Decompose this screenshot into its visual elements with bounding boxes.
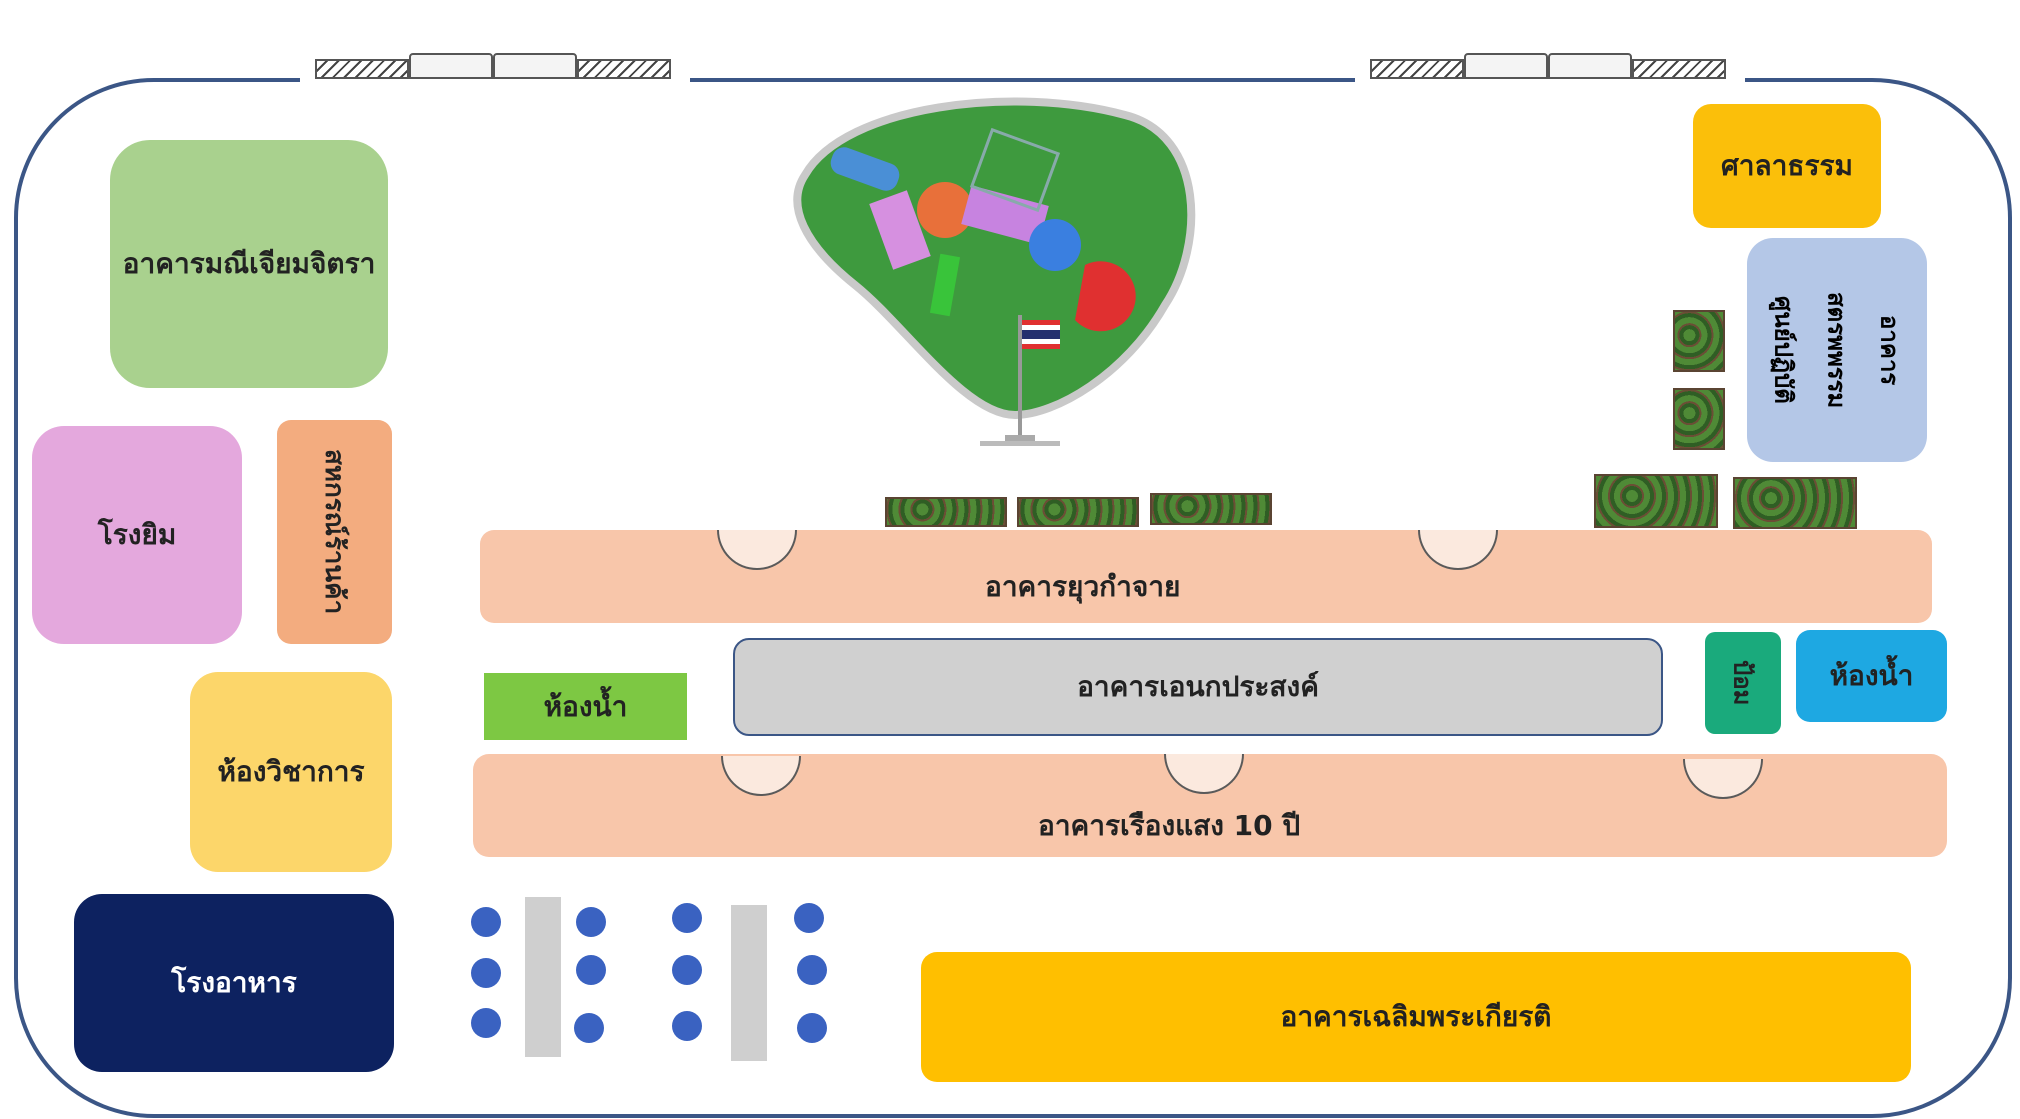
building-gym-label: โรงยิม (97, 518, 177, 551)
bush-icon (1150, 493, 1272, 525)
building-canteen[interactable]: โรงอาหาร (74, 894, 394, 1072)
seat-dot (797, 955, 827, 985)
building-restroom-left-label: ห้องน้ำ (543, 689, 628, 723)
bush-icon (1733, 477, 1857, 529)
seat-dot (471, 907, 501, 937)
gate-icon (315, 53, 671, 79)
seat-dot (574, 1013, 604, 1043)
building-sala[interactable]: ศาลาธรรม (1693, 104, 1881, 228)
bush-icon (1594, 474, 1718, 528)
building-restroom-right[interactable]: ห้องน้ำ (1796, 630, 1947, 722)
seat-dot (576, 907, 606, 937)
bush-icon (1673, 388, 1725, 450)
seat-dot (471, 958, 501, 988)
building-lab[interactable]: อาคาร สตรพพรรม ศูนย์ปฏิบัติ (1747, 238, 1927, 462)
building-gym[interactable]: โรงยิม (32, 426, 242, 644)
campus-boundary (14, 78, 2012, 1118)
seat-dot (471, 1008, 501, 1038)
seat-dot (576, 955, 606, 985)
building-sala-label: ศาลาธรรม (1720, 149, 1853, 182)
building-academic[interactable]: ห้องวิชาการ (190, 672, 392, 872)
seat-dot (672, 1011, 702, 1041)
table-seat-icon (731, 905, 767, 1061)
building-guard-label: ป้อม (1728, 660, 1757, 706)
bush-icon (885, 497, 1007, 527)
building-chalerm-label: อาคารเฉลิมพระเกียรติ (1280, 1000, 1552, 1033)
building-coop-label: สหกรณ์ร้านค้า (319, 449, 349, 615)
bush-icon (1017, 497, 1139, 527)
building-lab-label-2: สตรพพรรม (1822, 291, 1851, 409)
building-coop[interactable]: สหกรณ์ร้านค้า (277, 420, 392, 644)
flag-icon (980, 315, 1060, 446)
building-restroom-left[interactable]: ห้องน้ำ (484, 673, 687, 740)
building-guard[interactable]: ป้อม (1705, 632, 1781, 734)
building-lab-label-1: อาคาร (1875, 314, 1904, 386)
bush-icon (1673, 310, 1725, 372)
building-manee[interactable]: อาคารมณีเจียมจิตรา (110, 140, 388, 388)
building-rueangsaeng-label: อาคารเรืองแสง 10 ปี (1038, 809, 1301, 842)
building-restroom-right-label: ห้องน้ำ (1829, 659, 1914, 692)
playground-icon (793, 97, 1196, 420)
seat-dot (794, 903, 824, 933)
building-manee-label: อาคารมณีเจียมจิตรา (122, 247, 376, 280)
gate-icon (1370, 53, 1726, 79)
building-canteen-label: โรงอาหาร (171, 966, 297, 999)
building-lab-label-3: ศูนย์ปฏิบัติ (1769, 296, 1798, 404)
building-chalerm[interactable]: อาคารเฉลิมพระเกียรติ (921, 952, 1911, 1082)
seat-dot (672, 955, 702, 985)
seat-dot (797, 1013, 827, 1043)
building-yuwakamjai-label: อาคารยุวกำจาย (985, 570, 1181, 603)
building-multipurpose[interactable]: อาคารเอนกประสงค์ (733, 638, 1663, 736)
building-multipurpose-label: อาคารเอนกประสงค์ (1077, 670, 1319, 703)
building-yuwakamjai[interactable]: อาคารยุวกำจาย (480, 530, 1932, 623)
table-seat-icon (525, 897, 561, 1057)
seat-dot (672, 903, 702, 933)
building-academic-label: ห้องวิชาการ (217, 755, 365, 788)
